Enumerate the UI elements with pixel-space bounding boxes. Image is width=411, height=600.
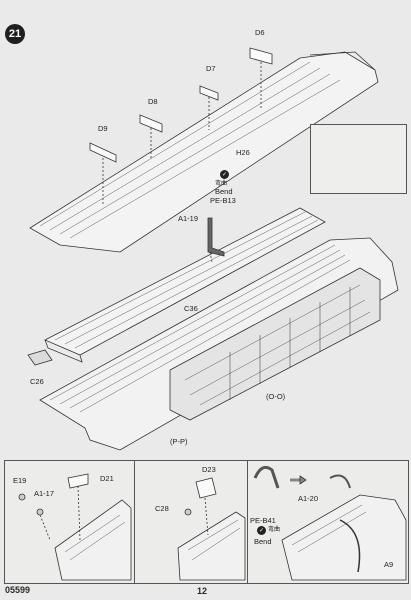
label-d7: D7 <box>206 64 216 73</box>
label-a1-17: A1-17 <box>34 489 55 498</box>
label-pe-b41: PE-B41 <box>250 516 276 525</box>
deck-h26 <box>29 51 379 253</box>
detail-inset-top-right <box>310 124 407 194</box>
part-c26 <box>27 349 53 366</box>
label-h26: H26 <box>236 148 250 157</box>
label-p-p: (P-P) <box>170 437 188 446</box>
label-a9: A9 <box>384 560 394 569</box>
label-d6: D6 <box>255 28 265 37</box>
label-d23: D23 <box>202 465 216 474</box>
product-code: 05599 <box>5 585 31 595</box>
part-d9 <box>89 142 117 163</box>
label-pe-b13: PE-B13 <box>210 196 236 205</box>
part-d6 <box>249 47 273 65</box>
label-a1-20: A1-20 <box>298 494 319 503</box>
label-a1-19: A1-19 <box>178 214 199 223</box>
page-number: 12 <box>197 586 208 596</box>
bend-icon: ✓ <box>257 526 266 535</box>
label-e19: E19 <box>13 476 27 485</box>
label-pe-b41-bend: Bend <box>254 537 272 546</box>
label-o-o: (O-O) <box>266 392 286 401</box>
part-d23 <box>195 477 217 499</box>
label-pe-b13-bend: Bend <box>215 187 233 196</box>
label-c26: C26 <box>30 377 44 386</box>
label-pe-b13-cn: 弯曲 <box>215 181 228 187</box>
label-d9: D9 <box>98 124 108 133</box>
label-d8: D8 <box>148 97 158 106</box>
label-d21: D21 <box>100 474 114 483</box>
part-pe-b13 <box>207 217 225 257</box>
label-c36: C36 <box>184 304 198 313</box>
step-number-badge: 21 <box>5 24 25 44</box>
container-stack <box>169 267 381 421</box>
bend-icon: ✓ <box>220 170 229 179</box>
part-d21 <box>67 473 89 489</box>
part-d8 <box>139 114 163 133</box>
label-pe-b41-cn: 弯曲 <box>268 527 281 533</box>
part-d7 <box>199 85 219 101</box>
label-c28: C28 <box>155 504 169 513</box>
